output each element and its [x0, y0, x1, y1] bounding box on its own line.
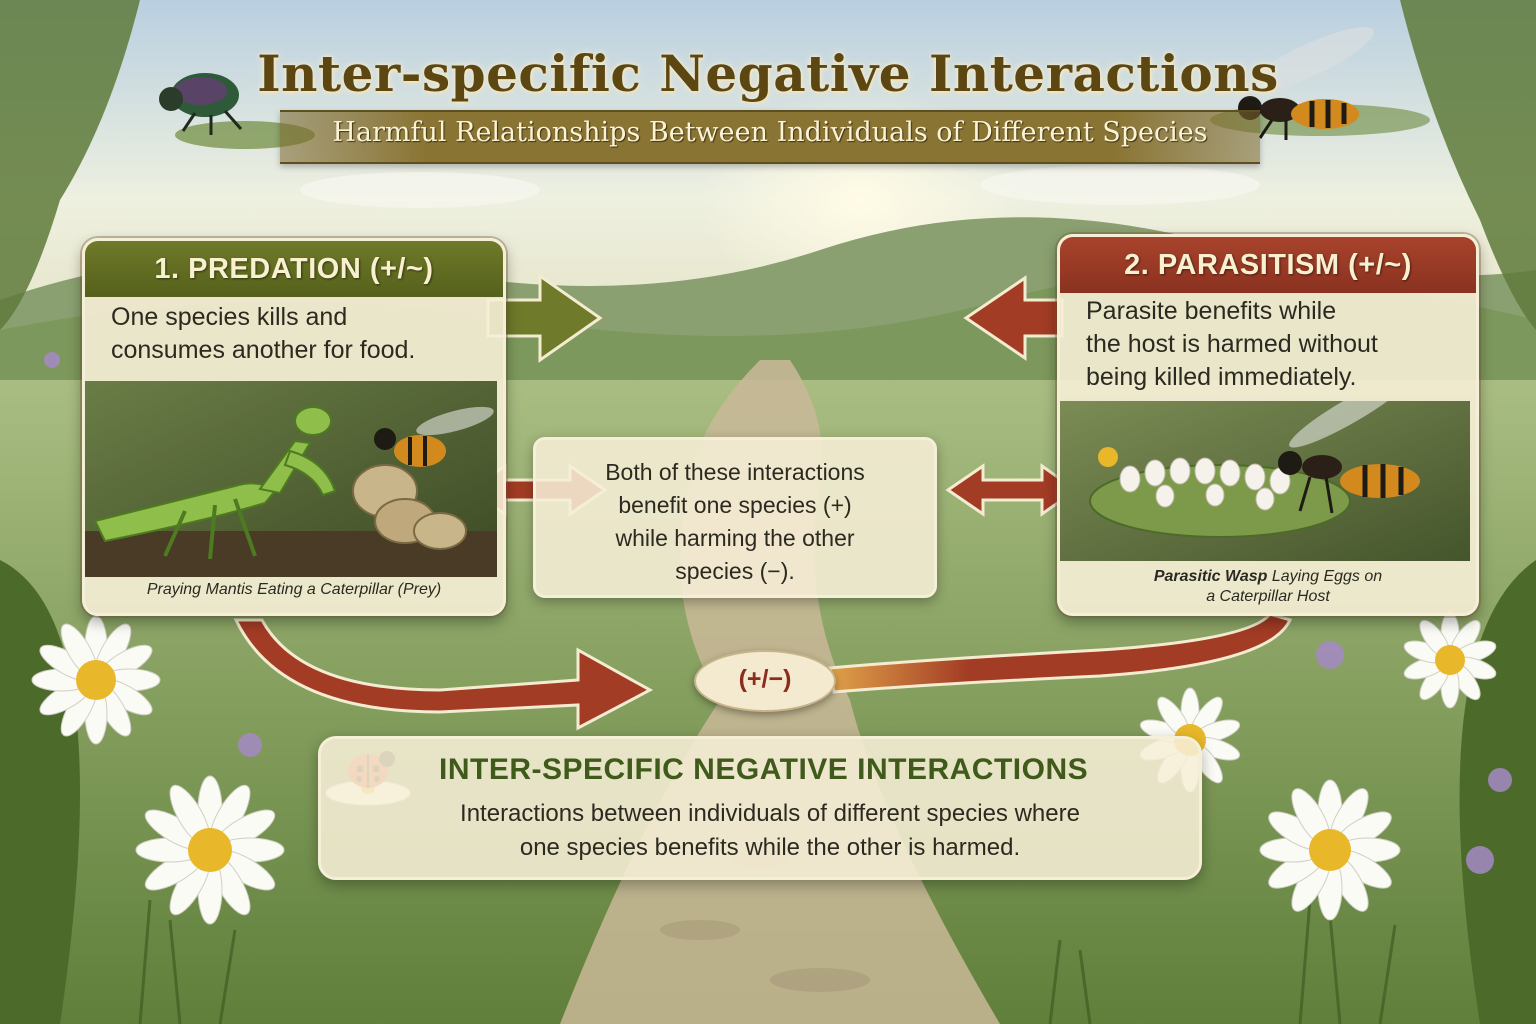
summary-line: Interactions between individuals of diff…: [460, 800, 1080, 827]
page-subtitle: Harmful Relationships Between Individual…: [332, 117, 1208, 148]
parasitism-caption-rest: Laying Eggs on: [1271, 568, 1383, 585]
center-explanation-text: Both of these interactions benefit one s…: [546, 456, 924, 588]
curved-arrow-left: [233, 618, 654, 731]
summary-text: Interactions between individuals of diff…: [361, 797, 1179, 865]
wasp-icon: [374, 406, 494, 467]
predation-heading: 1. PREDATION (+/~): [85, 241, 503, 297]
predation-description-line: One species kills and: [111, 303, 348, 331]
wasp-caterpillar-illustration: [1060, 374, 1470, 561]
center-line: Both of these interactions: [605, 459, 865, 485]
parasitism-description: Parasite benefits while the host is harm…: [1086, 295, 1458, 394]
parasitism-arrow: [963, 275, 1064, 361]
parasitism-illustration: [1060, 374, 1476, 561]
caterpillar-icon: [1089, 457, 1351, 538]
center-line: benefit one species (+): [618, 492, 852, 518]
parasitism-heading: 2. PARASITISM (+/~): [1060, 237, 1476, 293]
summary-title: INTER-SPECIFIC NEGATIVE INTERACTIONS: [439, 753, 1089, 786]
caterpillar-icon: [352, 464, 467, 550]
parasitism-caption-bold: Parasitic Wasp: [1153, 568, 1268, 585]
summary-box: INTER-SPECIFIC NEGATIVE INTERACTIONS Int…: [318, 736, 1202, 880]
plus-minus-label: (+/−): [738, 665, 792, 693]
predation-illustration: [85, 381, 503, 577]
parasitism-description-line: Parasite benefits while: [1086, 297, 1337, 325]
predation-caption: Praying Mantis Eating a Caterpillar (Pre…: [146, 581, 442, 598]
summary-line: one species benefits while the other is …: [519, 834, 1021, 861]
curved-arrow-right: [828, 612, 1293, 694]
parasitism-caption: Parasitic Wasp Laying Eggs on a Caterpil…: [1060, 567, 1476, 607]
parasitism-description-line: the host is harmed without: [1086, 330, 1378, 358]
center-explanation-box: Both of these interactions benefit one s…: [533, 437, 937, 598]
mantis-icon: [93, 406, 337, 560]
wasp-icon: [1210, 27, 1430, 140]
parasitism-card: 2. PARASITISM (+/~) Parasite benefits wh…: [1057, 234, 1479, 616]
subtitle-banner: [280, 110, 1260, 164]
parasitism-description-line: being killed immediately.: [1086, 363, 1357, 391]
predation-card: 1. PREDATION (+/~) One species kills and…: [82, 238, 506, 616]
center-line: species (−).: [675, 558, 795, 584]
plus-minus-badge: (+/−): [694, 650, 836, 712]
parasitism-caption-line-2: a Caterpillar Host: [1206, 588, 1330, 605]
mantis-caterpillar-illustration: [85, 381, 497, 577]
predation-description: One species kills and consumes another f…: [111, 301, 485, 367]
page-title: Inter-specific Negative Interactions: [257, 44, 1279, 103]
center-line: while harming the other: [615, 525, 855, 551]
predation-description-line: consumes another for food.: [111, 336, 416, 364]
